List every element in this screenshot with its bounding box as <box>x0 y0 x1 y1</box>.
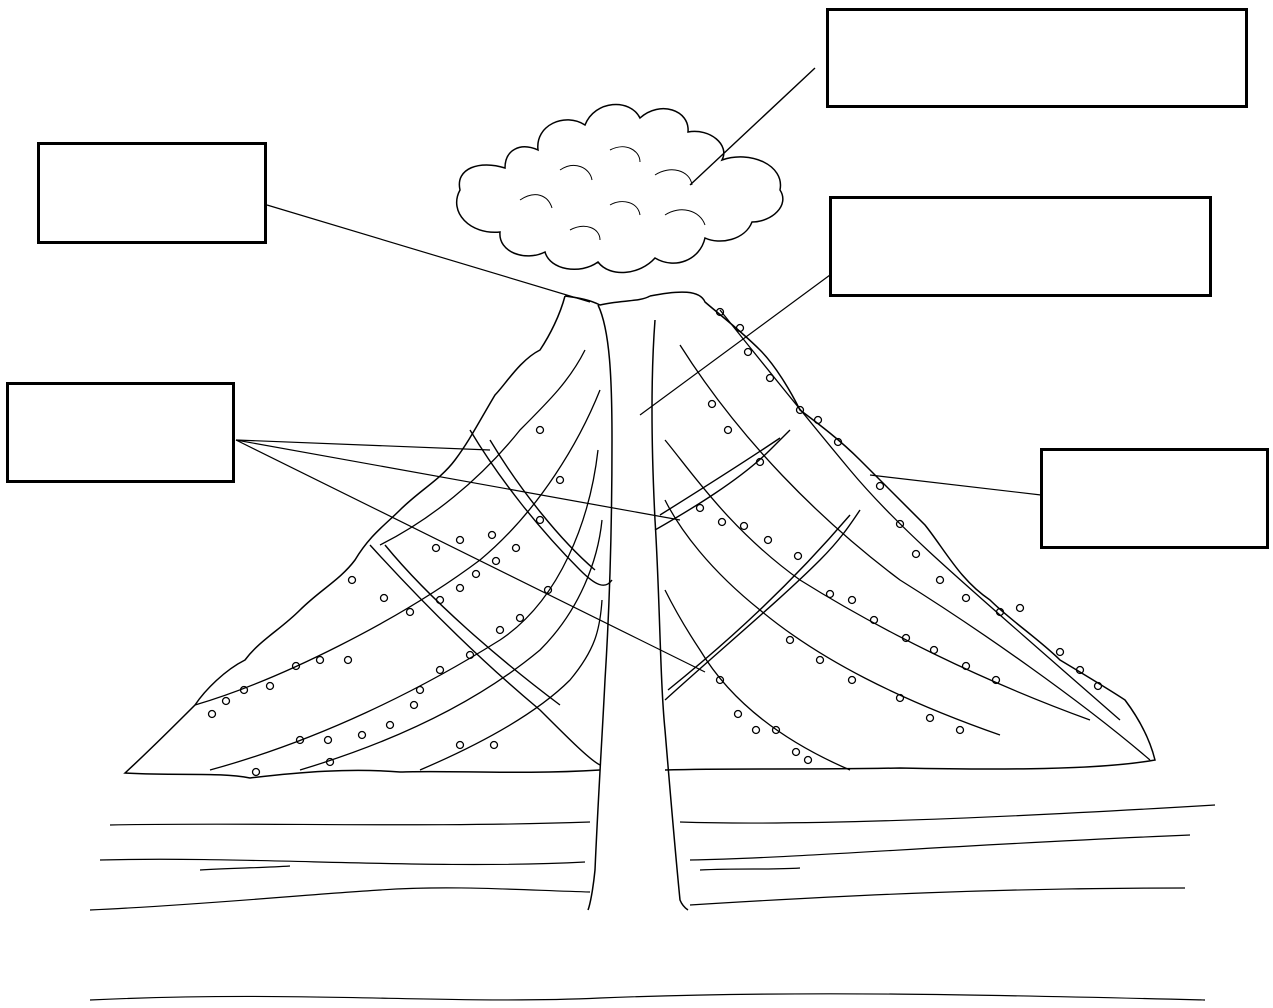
main-vent-right-wall <box>651 319 689 911</box>
label-box-layers[interactable] <box>1040 448 1269 549</box>
label-box-side-vents[interactable] <box>6 382 235 483</box>
label-box-main-vent[interactable] <box>829 196 1212 297</box>
volcano-right-slope <box>649 291 1156 771</box>
label-box-crater[interactable] <box>37 142 267 244</box>
label-box-ash-cloud[interactable] <box>826 8 1248 108</box>
volcano-left-slope <box>123 295 601 779</box>
ash-cloud-shape <box>455 103 784 274</box>
pyroclast-dots-left <box>207 425 565 777</box>
pyroclast-dots-right <box>695 307 1103 765</box>
ground-line <box>109 821 591 826</box>
main-vent-left-wall <box>587 304 613 911</box>
